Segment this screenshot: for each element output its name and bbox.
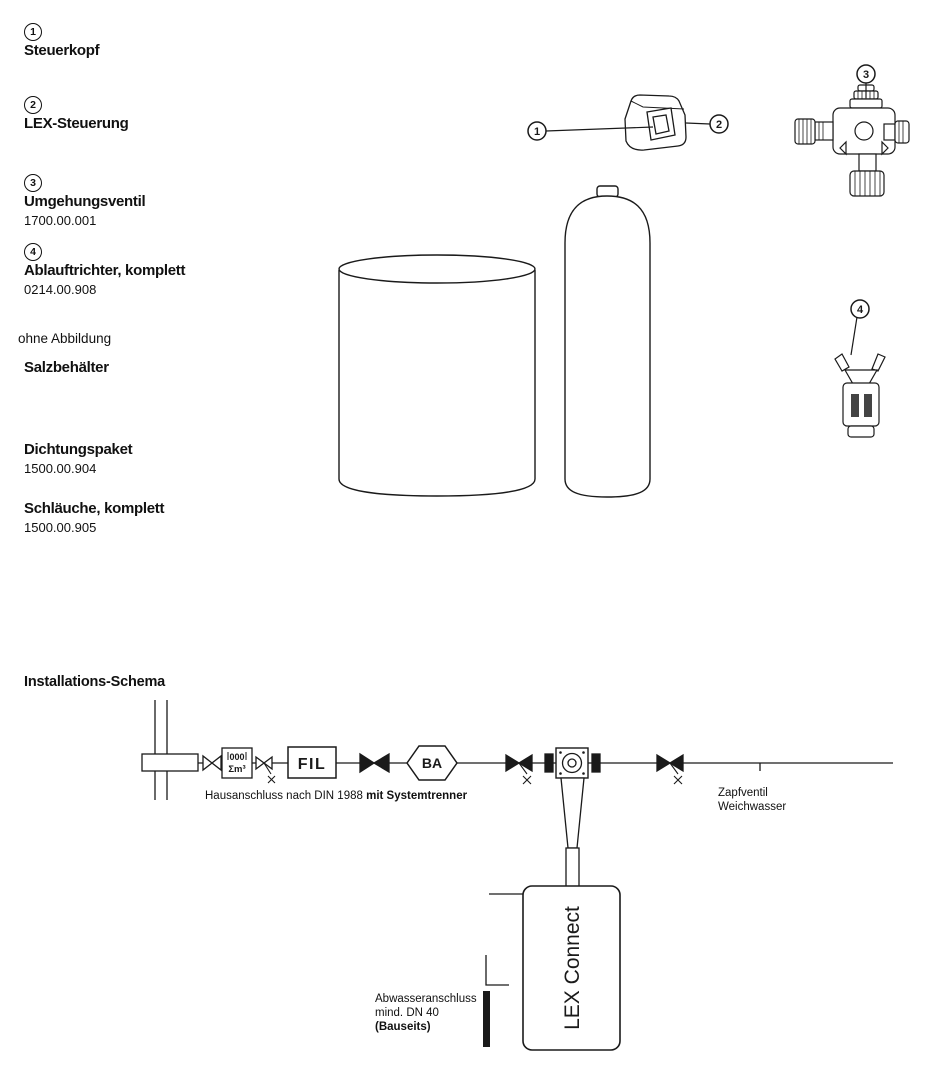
part-name-lex-steuerung: LEX-Steuerung — [24, 115, 129, 132]
callout-2: 2 — [685, 114, 729, 134]
part-name-dichtungspaket: Dichtungspaket — [24, 441, 133, 458]
waste-water-line1: Abwasseranschluss — [375, 993, 477, 1005]
wall-lines — [154, 700, 168, 800]
device-connection-block — [544, 747, 601, 779]
device-box — [522, 885, 621, 1051]
waste-water-line3: (Bauseits) — [375, 1021, 431, 1033]
callout-4-number: 4 — [857, 304, 864, 316]
hausanschluss-text: Hausanschluss nach DIN 1988 — [205, 790, 367, 802]
parts-list-callout-4: 4 — [24, 243, 42, 261]
part-name-umgehungsventil: Umgehungsventil — [24, 193, 146, 210]
callout-3: 3 — [856, 64, 876, 98]
tap-label-line2: Weichwasser — [718, 801, 787, 813]
parts-list-callout-3: 3 — [24, 174, 42, 192]
drain-channel-bar — [483, 991, 490, 1047]
tap-label-line1: Zapfventil — [718, 787, 768, 799]
valve-symbol-1 — [202, 754, 222, 772]
part-name-salzbehaelter: Salzbehälter — [24, 359, 109, 376]
valve-symbol-5 — [656, 753, 684, 785]
wall-sleeve — [141, 753, 199, 772]
water-meter-digits: 000 — [229, 752, 244, 762]
valve-symbol-3 — [359, 752, 390, 774]
device-hose — [560, 777, 585, 889]
waste-water-label: Abwasseranschluss mind. DN 40 (Bauseits) — [375, 992, 477, 1034]
drain-funnel-figure — [834, 353, 886, 438]
device-label: LEX Connect — [561, 906, 584, 1030]
hausanschluss-label: Hausanschluss nach DIN 1988 mit Systemtr… — [205, 789, 467, 803]
water-meter-unit: Σm³ — [228, 764, 245, 775]
valve-symbol-4 — [505, 753, 533, 785]
bypass-valve-figure — [794, 84, 910, 197]
callout-3-number: 3 — [863, 69, 869, 81]
backflow-preventer-label: BA — [422, 755, 442, 771]
part-code-schlaeuche: 1500.00.905 — [24, 520, 97, 535]
part-name-schlaeuche: Schläuche, komplett — [24, 500, 165, 517]
callout-4: 4 — [850, 299, 870, 356]
no-image-label: ohne Abbildung — [18, 331, 112, 346]
part-name-steuerkopf: Steuerkopf — [24, 42, 100, 59]
waste-bracket — [485, 955, 509, 986]
schema-title: Installations-Schema — [24, 674, 166, 690]
part-code-dichtungspaket: 1500.00.904 — [24, 461, 97, 476]
water-meter-symbol — [221, 747, 253, 779]
tap-label: Zapfventil Weichwasser — [718, 786, 786, 814]
parts-list-callout-2: 2 — [24, 96, 42, 114]
parts-list-callout-1: 1 — [24, 23, 42, 41]
part-code-umgehungsventil: 1700.00.001 — [24, 213, 97, 228]
pressure-vessel-figure — [564, 185, 651, 498]
part-code-ablauftrichter: 0214.00.908 — [24, 282, 97, 297]
part-name-ablauftrichter: Ablauftrichter, komplett — [24, 262, 186, 279]
valve-symbol-2 — [255, 755, 276, 784]
filter-symbol — [287, 746, 337, 779]
filter-label: FIL — [298, 756, 327, 773]
control-head-figure — [624, 94, 687, 151]
backflow-preventer-symbol — [406, 745, 458, 781]
callout-1-number: 1 — [534, 126, 540, 138]
hausanschluss-bold: mit Systemtrenner — [366, 790, 468, 802]
salt-tank-figure — [338, 254, 536, 497]
callout-2-number: 2 — [716, 119, 722, 131]
installation-schema — [141, 700, 893, 1051]
waste-water-line2: mind. DN 40 — [375, 1007, 439, 1019]
callout-1: 1 — [527, 121, 654, 141]
